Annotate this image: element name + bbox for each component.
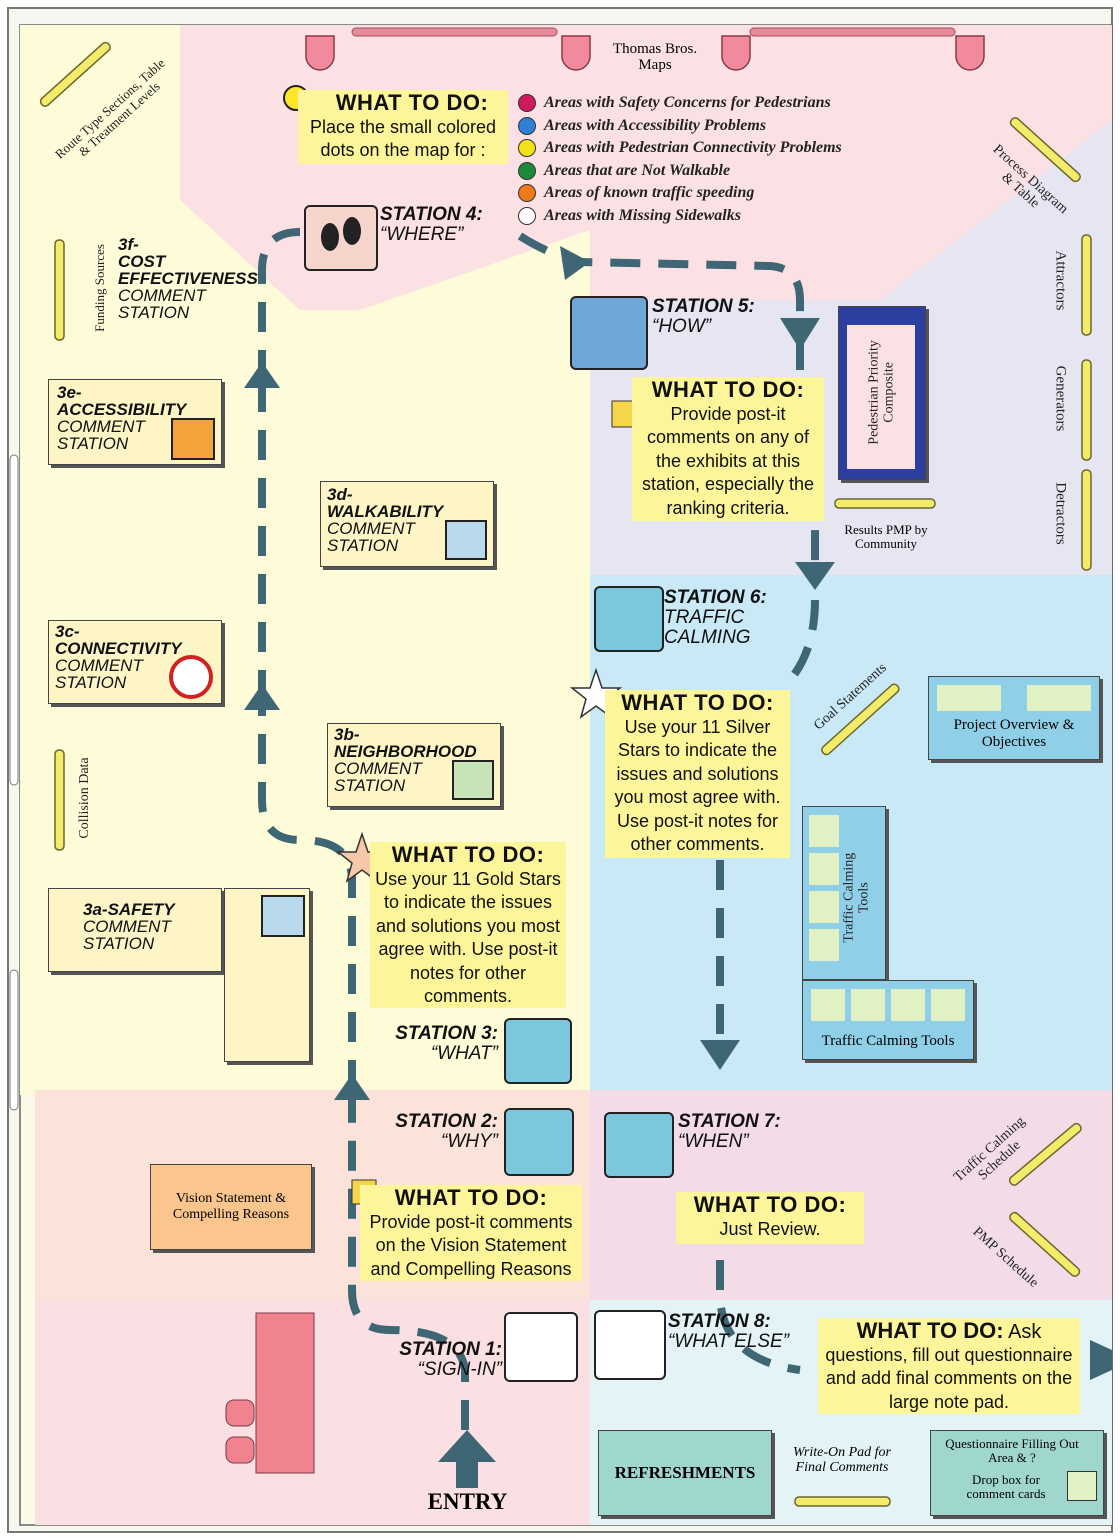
legend-item: Areas with Pedestrian Connectivity Probl… (518, 139, 842, 157)
legend-label: Areas that are Not Walkable (544, 162, 731, 179)
calendar-notes-icon (604, 1112, 674, 1178)
entry-arrow (438, 1430, 496, 1488)
legend-label: Areas with Accessibility Problems (544, 117, 767, 134)
legend-label: Areas with Pedestrian Connectivity Probl… (544, 139, 842, 156)
presenter-icon (504, 1108, 574, 1176)
wheelchair-icon (171, 418, 215, 460)
entry-label: ENTRY (427, 1489, 508, 1514)
legend-dot-icon (518, 162, 536, 180)
legend-dot-icon (518, 117, 536, 135)
walking-people-icon (445, 520, 487, 560)
traffic-calming-tools-board: Traffic Calming Tools (802, 980, 974, 1060)
results-pmp-label: Results PMP by Community (844, 522, 928, 551)
drafting-icon (570, 296, 648, 370)
car-icon (594, 586, 664, 652)
legend-dot-icon (518, 184, 536, 202)
thomas-bros-maps-label: Thomas Bros. Maps (612, 41, 698, 73)
legend-label: Areas with Missing Sidewalks (544, 207, 741, 224)
legend-item: Areas with Safety Concerns for Pedestria… (518, 94, 831, 112)
no-walking-icon (169, 655, 213, 699)
station-1-label: STATION 1:“SIGN-IN” (399, 1339, 502, 1380)
station-2-label: STATION 2:“WHY” (395, 1111, 498, 1152)
questionnaire-table: Questionnaire Filling Out Area & ? Drop … (930, 1430, 1104, 1516)
legend-item: Areas with Missing Sidewalks (518, 207, 741, 225)
vision-statement-board: Vision Statement & Compelling Reasons (150, 1164, 312, 1250)
station-3-label: STATION 3:“WHAT” (395, 1023, 498, 1064)
project-overview-board: Project Overview & Objectives (928, 676, 1100, 760)
write-on-pad-label: Write-On Pad for Final Comments (793, 1445, 891, 1475)
station-4-label: STATION 4:“WHERE” (380, 204, 483, 245)
legend-item: Areas that are Not Walkable (518, 162, 730, 180)
refreshments-table: REFRESHMENTS (598, 1430, 772, 1516)
generators-label: Generators (1052, 365, 1069, 432)
legend-item: Areas of known traffic speeding (518, 184, 754, 202)
safety-exhibit-board (224, 888, 310, 1062)
traffic-calming-tools-vertical-board: Traffic Calming Tools (802, 806, 886, 980)
station-4-instructions: WHAT TO DO: Place the small colored dots… (298, 90, 508, 164)
pencil-icon (504, 1312, 578, 1382)
station-5-label: STATION 5:“HOW” (652, 296, 755, 337)
station-7-instructions: WHAT TO DO: Just Review. (676, 1192, 864, 1244)
pedestrian-priority-composite-board: Pedestrian Priority Composite (838, 306, 926, 480)
collision-data-label: Collision Data (77, 757, 92, 839)
neighborhood-icon (452, 760, 494, 800)
drop-box (1067, 1471, 1097, 1501)
attractors-label: Attractors (1052, 250, 1069, 311)
silver-star-icon (569, 667, 623, 719)
legend-dot-icon (518, 207, 536, 225)
thinking-person-icon (594, 1310, 666, 1380)
legend-label: Areas with Safety Concerns for Pedestria… (544, 94, 831, 111)
sign-in-table (255, 1312, 315, 1474)
legend-dot-icon (518, 94, 536, 112)
footprints-icon (304, 205, 378, 271)
legend-dot-icon (518, 139, 536, 157)
detractors-label: Detractors (1052, 482, 1069, 545)
legend-label: Areas of known traffic speeding (544, 184, 755, 201)
station-8-instructions: WHAT TO DO: Ask questions, fill out ques… (818, 1318, 1080, 1414)
station-7-label: STATION 7:“WHEN” (678, 1111, 781, 1152)
legend-item: Areas with Accessibility Problems (518, 117, 766, 135)
funding-sources-label: Funding Sources (92, 244, 107, 332)
pedestrian-crossing-icon (261, 895, 305, 937)
writing-hand-icon (504, 1018, 572, 1084)
station-8-label: STATION 8:“WHAT ELSE” (668, 1311, 790, 1352)
